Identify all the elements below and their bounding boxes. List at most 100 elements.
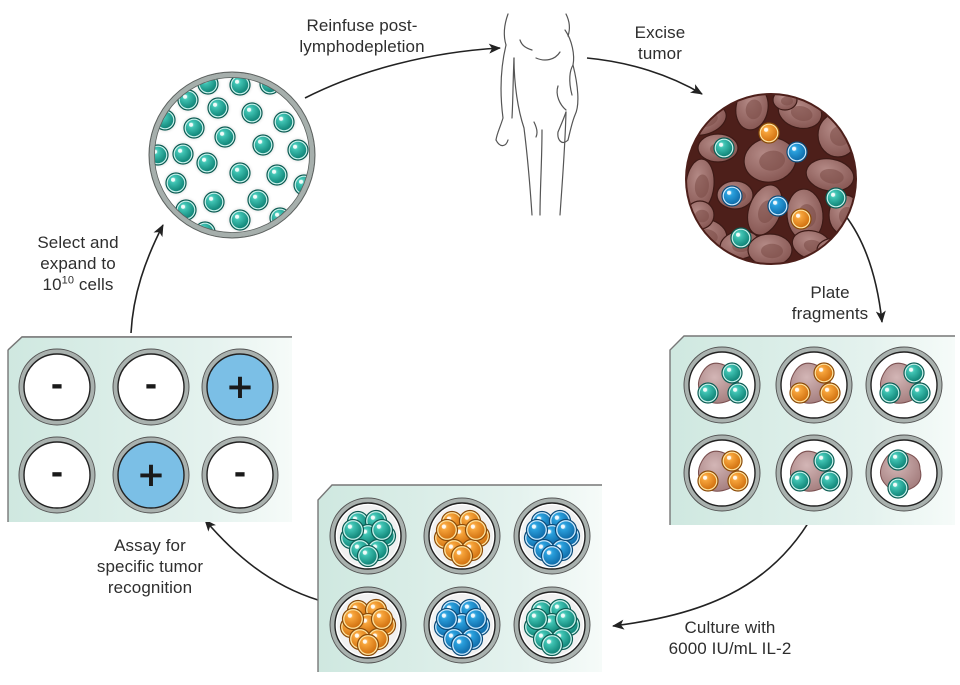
tumor-infiltrating-cell-orange bbox=[758, 122, 780, 144]
tumor-infiltrating-cell-blue bbox=[786, 141, 808, 163]
culture-well-teal bbox=[329, 497, 407, 575]
expanded-cell bbox=[168, 139, 198, 169]
culture-well-teal bbox=[513, 586, 591, 664]
cultured-cell bbox=[341, 518, 365, 542]
culture-well-orange bbox=[423, 497, 501, 575]
arrow-excise bbox=[586, 57, 703, 95]
minus-sign: - bbox=[234, 456, 246, 491]
label-select-base: 10 bbox=[42, 275, 62, 294]
fragment-cell bbox=[721, 362, 743, 384]
assay-plate: - - + - + - bbox=[7, 336, 292, 522]
cultured-cell bbox=[540, 544, 564, 568]
patient-figure bbox=[495, 13, 579, 216]
cultured-cell bbox=[450, 633, 474, 657]
fragment-cell bbox=[813, 450, 835, 472]
label-excise: Excise tumor bbox=[610, 22, 710, 64]
plus-sign: + bbox=[137, 455, 166, 495]
fragment-cell bbox=[887, 449, 909, 471]
plus-sign: + bbox=[226, 367, 255, 407]
culture-plate bbox=[317, 484, 602, 672]
assay-well-positive: + bbox=[201, 348, 279, 426]
expanded-cell bbox=[243, 185, 273, 215]
tumor-infiltrating-cell-teal bbox=[730, 227, 752, 249]
label-culture-line2: 6000 IU/mL IL-2 bbox=[668, 639, 792, 658]
label-excise-line2: tumor bbox=[638, 44, 682, 63]
fragment-cell bbox=[697, 382, 719, 404]
tumor-infiltrating-cell-orange bbox=[790, 208, 812, 230]
cycle-arrows bbox=[130, 43, 886, 630]
fragment-well bbox=[865, 434, 943, 512]
cultured-cell bbox=[525, 518, 549, 542]
label-plate-line1: Plate bbox=[810, 283, 850, 302]
minus-sign: - bbox=[51, 368, 63, 403]
label-select-rest: cells bbox=[74, 275, 114, 294]
label-select-line3: 1010 cells bbox=[18, 274, 138, 295]
expanded-cell bbox=[199, 187, 229, 217]
tumor-sample bbox=[685, 93, 857, 265]
arrow-reinfuse bbox=[304, 43, 501, 99]
fragment-cell bbox=[727, 470, 749, 492]
arrow-culture bbox=[612, 514, 814, 630]
expanded-cell bbox=[152, 140, 173, 170]
assay-well-negative: - bbox=[18, 436, 96, 514]
tumor-infiltrating-cell-blue bbox=[767, 195, 789, 217]
expanded-cell bbox=[283, 135, 312, 165]
cultured-cell bbox=[464, 518, 488, 542]
cultured-cell bbox=[540, 633, 564, 657]
assay-well-negative: - bbox=[112, 348, 190, 426]
fragment-cell bbox=[789, 382, 811, 404]
minus-sign: - bbox=[145, 368, 157, 403]
label-select-line1: Select and bbox=[37, 233, 119, 252]
culture-well-blue bbox=[513, 497, 591, 575]
cultured-cell bbox=[554, 607, 578, 631]
fragment-cell bbox=[819, 382, 841, 404]
expanded-cell bbox=[192, 148, 222, 178]
fragment-cell bbox=[697, 470, 719, 492]
label-assay-line2: specific tumor bbox=[96, 557, 204, 576]
expanded-cell-dish bbox=[148, 71, 316, 239]
fragment-cell bbox=[721, 450, 743, 472]
tumor-infiltrating-cell-teal bbox=[825, 187, 847, 209]
culture-well-orange bbox=[329, 586, 407, 664]
expanded-cell bbox=[237, 98, 267, 128]
label-select: Select and expand to 1010 cells bbox=[18, 232, 138, 295]
fragment-cell bbox=[909, 382, 931, 404]
label-assay-line3: recognition bbox=[107, 578, 193, 597]
tumor-fragment bbox=[816, 237, 854, 263]
fragment-plate bbox=[669, 335, 955, 525]
label-reinfuse-line1: Reinfuse post- bbox=[306, 16, 418, 35]
culture-well-blue bbox=[423, 586, 501, 664]
fragment-cell bbox=[813, 362, 835, 384]
fragment-cell bbox=[879, 382, 901, 404]
expanded-cell bbox=[262, 160, 292, 190]
cultured-cell bbox=[370, 607, 394, 631]
label-assay-line1: Assay for bbox=[114, 536, 186, 555]
cultured-cell bbox=[435, 607, 459, 631]
cultured-cell bbox=[341, 607, 365, 631]
expanded-cell bbox=[179, 113, 209, 143]
arrow-assay bbox=[204, 519, 319, 601]
fragment-well bbox=[683, 434, 761, 512]
expanded-cell bbox=[161, 168, 191, 198]
tumor-infiltrating-cell-blue bbox=[721, 185, 743, 207]
expanded-cell bbox=[210, 122, 240, 152]
fragment-well bbox=[775, 434, 853, 512]
expanded-cell bbox=[225, 205, 255, 235]
expanded-cell bbox=[225, 158, 255, 188]
fragment-cell bbox=[789, 470, 811, 492]
assay-well-positive: + bbox=[112, 436, 190, 514]
fragment-well bbox=[683, 346, 761, 424]
expanded-cell bbox=[203, 93, 233, 123]
fragment-cell bbox=[903, 362, 925, 384]
cultured-cell bbox=[554, 518, 578, 542]
label-assay: Assay for specific tumor recognition bbox=[75, 535, 225, 598]
cultured-cell bbox=[370, 518, 394, 542]
label-plate: Plate fragments bbox=[770, 282, 890, 324]
cultured-cell bbox=[356, 633, 380, 657]
label-reinfuse: Reinfuse post- lymphodepletion bbox=[272, 15, 452, 57]
fragment-cell bbox=[887, 477, 909, 499]
label-plate-line2: fragments bbox=[791, 304, 869, 323]
minus-sign: - bbox=[51, 456, 63, 491]
label-select-exponent: 10 bbox=[61, 274, 75, 287]
